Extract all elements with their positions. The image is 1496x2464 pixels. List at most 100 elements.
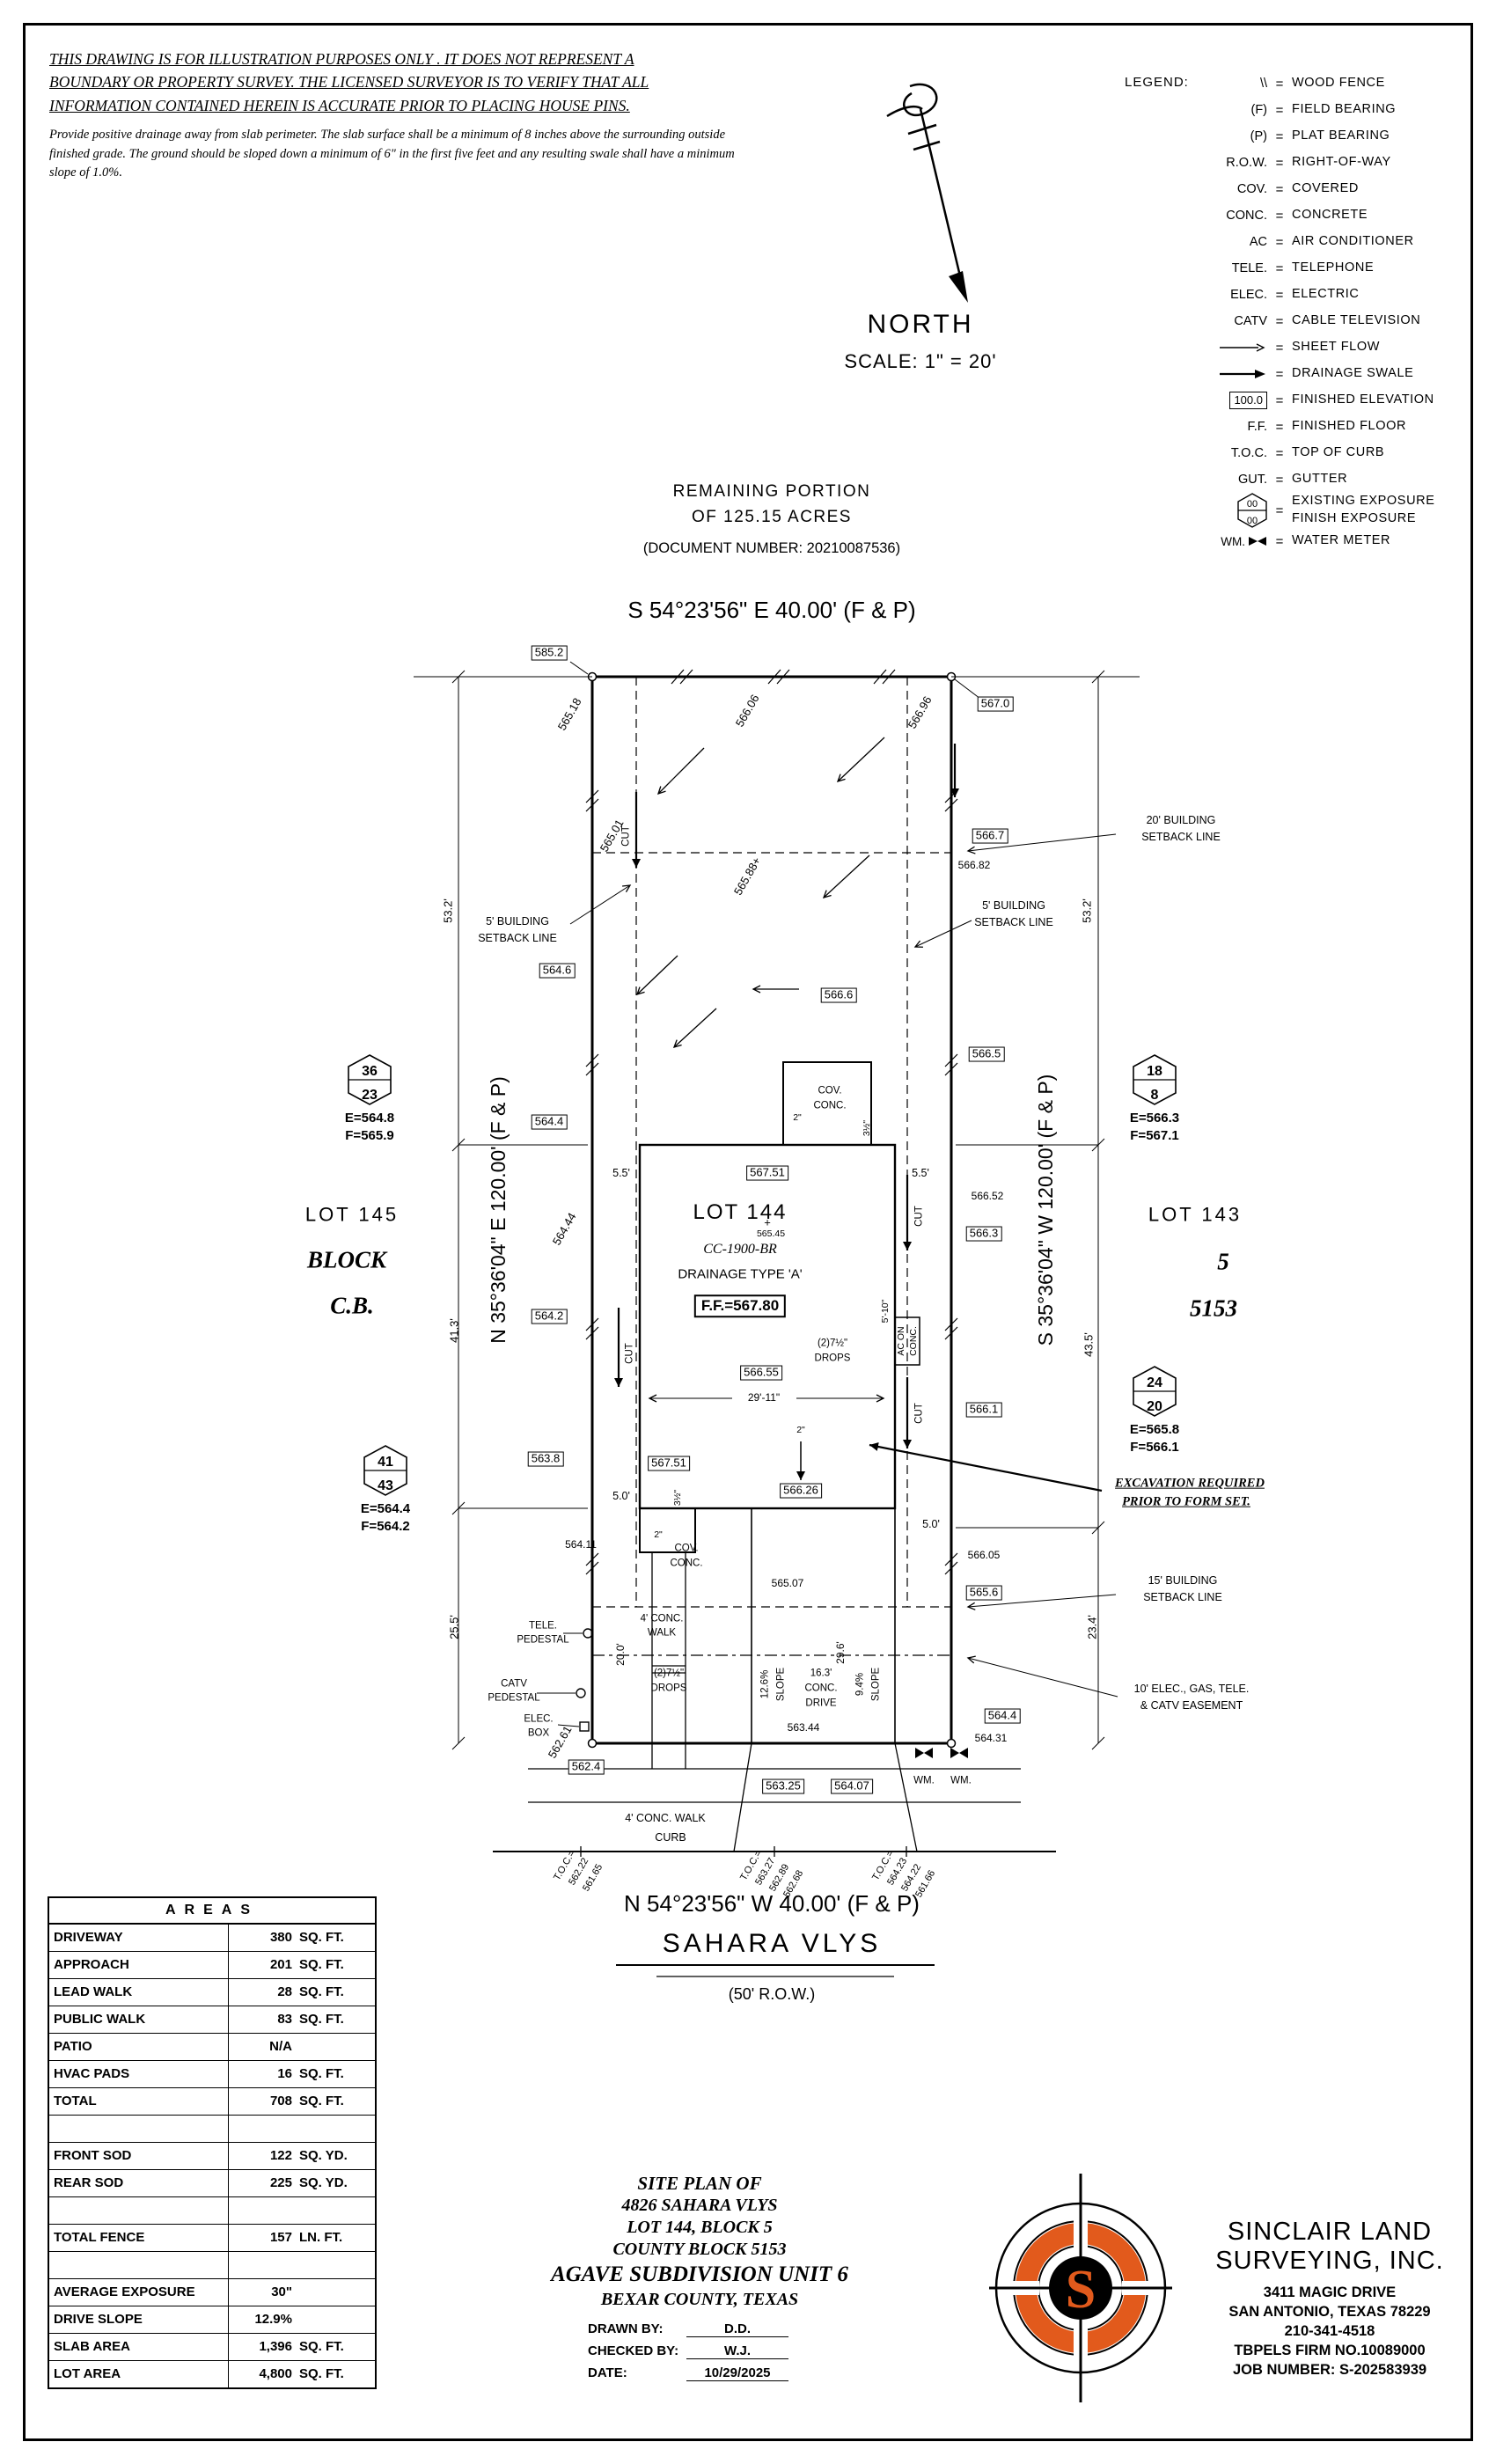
areas-row-label: AVERAGE EXPOSURE [49, 2279, 229, 2306]
areas-row-label: PATIO [49, 2034, 229, 2060]
legend-label: GUTTER [1292, 472, 1348, 487]
areas-row-value: 16 [277, 2066, 292, 2081]
legend-symbol: T.O.C. [1230, 446, 1267, 460]
drainage-note: Provide positive drainage away from slab… [49, 127, 735, 180]
areas-row-label: DRIVEWAY [49, 1925, 229, 1951]
areas-row-label: LOT AREA [49, 2361, 229, 2387]
legend-symbol [1202, 369, 1267, 379]
legend-equals: = [1275, 208, 1284, 224]
areas-row-value: 380 [269, 1930, 292, 1945]
checked-by-value: W.J. [686, 2343, 788, 2359]
legend-row: =SHEET FLOW [1202, 334, 1477, 361]
legend-row: CATV=CABLE TELEVISION [1202, 308, 1477, 334]
drainage-swale-arrows [614, 744, 1103, 1492]
areas-row-unit [292, 2252, 299, 2278]
areas-row-unit [292, 2197, 299, 2224]
legend-label: RIGHT-OF-WAY [1292, 155, 1391, 170]
areas-row-label [49, 2197, 229, 2224]
areas-row-unit: SQ. FT. [299, 2066, 344, 2081]
areas-row-label [49, 2252, 229, 2278]
company-address1: 3411 MAGIC DRIVE [1263, 2284, 1397, 2300]
legend-row: (F)=FIELD BEARING [1202, 97, 1477, 123]
areas-row: HVAC PADS 16 SQ. FT. [49, 2061, 375, 2088]
legend-label: FINISHED FLOOR [1292, 419, 1407, 434]
legend-equals: = [1275, 155, 1284, 171]
street-name: SAHARA VLYS [662, 1929, 882, 1958]
water-meter-icon [915, 1748, 933, 1758]
legend-equals: = [1275, 445, 1284, 461]
legend-equals: = [1275, 502, 1284, 518]
areas-row-value: 157 [269, 2230, 292, 2245]
areas-row-value: 83 [277, 2012, 292, 2027]
telephone-pedestal-icon [583, 1628, 593, 1639]
checked-by-label: CHECKED BY: [588, 2343, 679, 2358]
company-firm: TBPELS FIRM NO.10089000 [1234, 2343, 1426, 2358]
svg-text:00: 00 [1247, 499, 1258, 510]
legend-row: TELE.=TELEPHONE [1202, 255, 1477, 282]
scale-label: SCALE: 1" = 20' [844, 350, 997, 372]
legend-symbol: 100.0 [1202, 391, 1267, 410]
areas-row-label: REAR SOD [49, 2170, 229, 2196]
legend-symbol: ELEC. [1230, 288, 1267, 302]
legend-row: AC=AIR CONDITIONER [1202, 229, 1477, 255]
legend-symbol: TELE. [1231, 261, 1267, 275]
areas-row-value: 12.9% [254, 2312, 292, 2327]
logo-letter: S [1066, 2260, 1096, 2320]
title-county: BEXAR COUNTY, TEXAS [600, 2290, 799, 2309]
title-address: 4826 SAHARA VLYS [621, 2196, 778, 2215]
areas-row-label: LEAD WALK [49, 1979, 229, 2006]
finished-elevation-box: 100.0 [1229, 391, 1267, 410]
areas-row-unit: SQ. YD. [299, 2175, 348, 2190]
areas-row-unit: SQ. FT. [299, 1984, 344, 1999]
areas-row-unit [292, 2116, 299, 2142]
legend-title: LEGEND: [1125, 75, 1189, 90]
areas-row [49, 2252, 375, 2279]
title-site-plan-of: SITE PLAN OF [637, 2173, 762, 2194]
areas-row-label [49, 2116, 229, 2142]
sheet-flow-icon [1220, 343, 1265, 352]
document-number: (DOCUMENT NUMBER: 20210087536) [642, 540, 901, 556]
legend-equals: = [1275, 76, 1284, 92]
company-job-number: JOB NUMBER: S-202583939 [1232, 2362, 1427, 2378]
areas-row-value: 30" [271, 2284, 292, 2299]
legend-equals: = [1275, 287, 1284, 303]
legend-label: EXISTING EXPOSURE FINISH EXPOSURE [1292, 494, 1435, 525]
catv-pedestal-icon [576, 1688, 586, 1698]
legend-symbol: COV. [1236, 182, 1267, 196]
drawn-by-label: DRAWN BY: [588, 2321, 664, 2336]
drawn-by-row: DRAWN BY: D.D. [588, 2321, 852, 2337]
label-leaders [569, 833, 1118, 1698]
areas-row-value: 4,800 [259, 2366, 292, 2381]
areas-row-label: HVAC PADS [49, 2061, 229, 2087]
areas-row-value: N/A [269, 2039, 292, 2054]
company-info: SINCLAIR LAND SURVEYING, INC. 3411 MAGIC… [1188, 2218, 1471, 2380]
signature-block: DRAWN BY: D.D. CHECKED BY: W.J. DATE: 10… [588, 2321, 852, 2381]
title-block: SITE PLAN OF 4826 SAHARA VLYS LOT 144, B… [493, 2172, 906, 2387]
areas-row-unit: SQ. FT. [299, 2339, 344, 2354]
legend-row: R.O.W.=RIGHT-OF-WAY [1202, 150, 1477, 176]
legend-label: SHEET FLOW [1292, 340, 1380, 355]
wood-fence-ticks [585, 669, 958, 1575]
walks-drive-curb [493, 1508, 1056, 1977]
legend-equals: = [1275, 313, 1284, 329]
legend-equals: = [1275, 128, 1284, 144]
utility-symbols [537, 1628, 968, 1758]
south-boundary-bearing: N 54°23'56" W 40.00' (F & P) [624, 1890, 920, 1917]
legend-label: TOP OF CURB [1292, 445, 1385, 460]
legend-label: FINISHED ELEVATION [1292, 392, 1434, 407]
legend-equals: = [1275, 392, 1284, 408]
legend-label: CABLE TELEVISION [1292, 313, 1421, 328]
lot-boundary [587, 671, 957, 1749]
areas-title: AREAS [49, 1898, 375, 1925]
legend-symbol: \\ [1259, 77, 1267, 91]
areas-row: AVERAGE EXPOSURE 30" [49, 2279, 375, 2306]
title-subdivision: AGAVE SUBDIVISION UNIT 6 [551, 2262, 848, 2286]
date-row: DATE: 10/29/2025 [588, 2365, 852, 2381]
